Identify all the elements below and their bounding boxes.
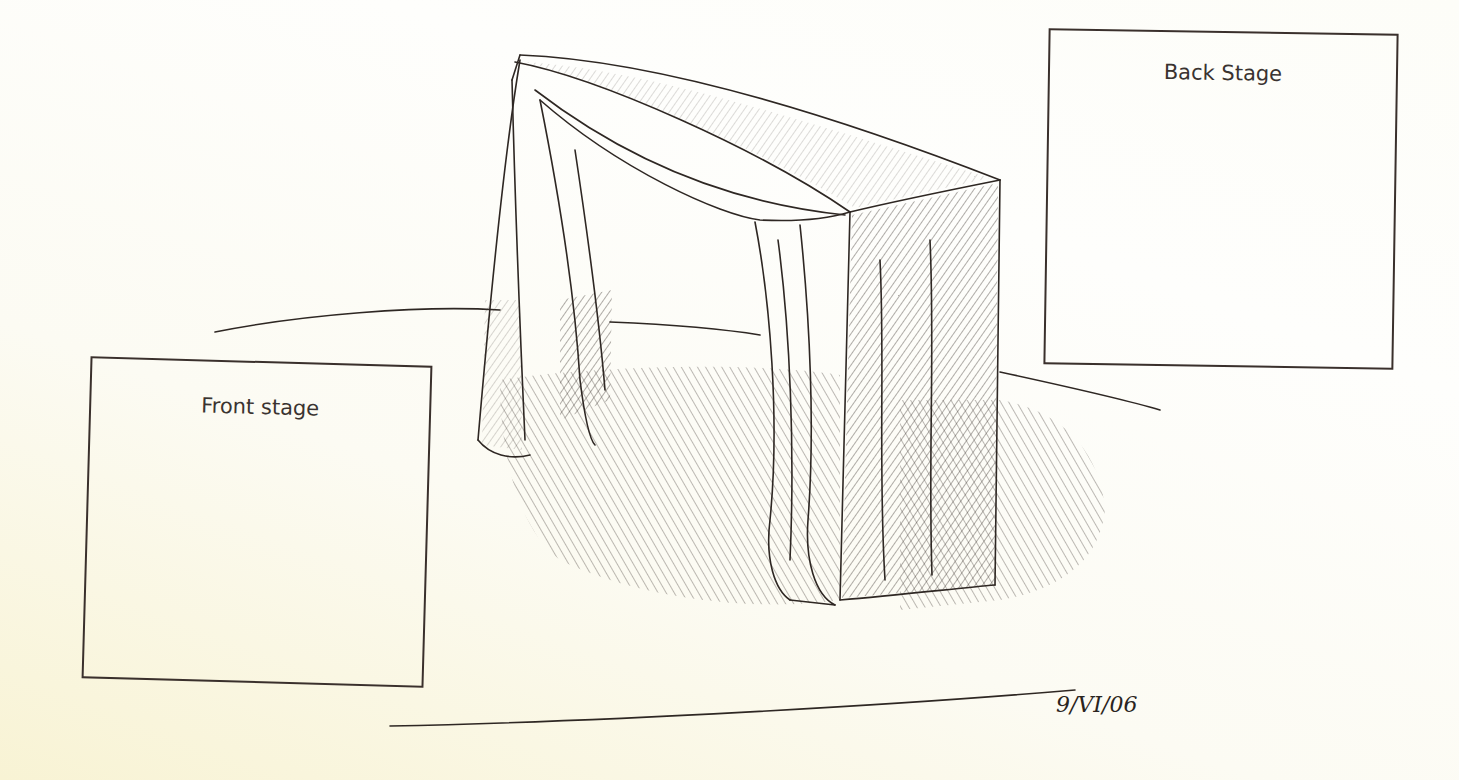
sketch-lines (215, 55, 1160, 726)
date-signature: 9/VI/06 (1056, 692, 1137, 717)
box-heading: Front stage (91, 390, 430, 423)
box-heading: Back Stage (1050, 58, 1396, 87)
stage-box: Back Stage (1043, 28, 1398, 369)
stage-box: Front stage (82, 356, 433, 687)
